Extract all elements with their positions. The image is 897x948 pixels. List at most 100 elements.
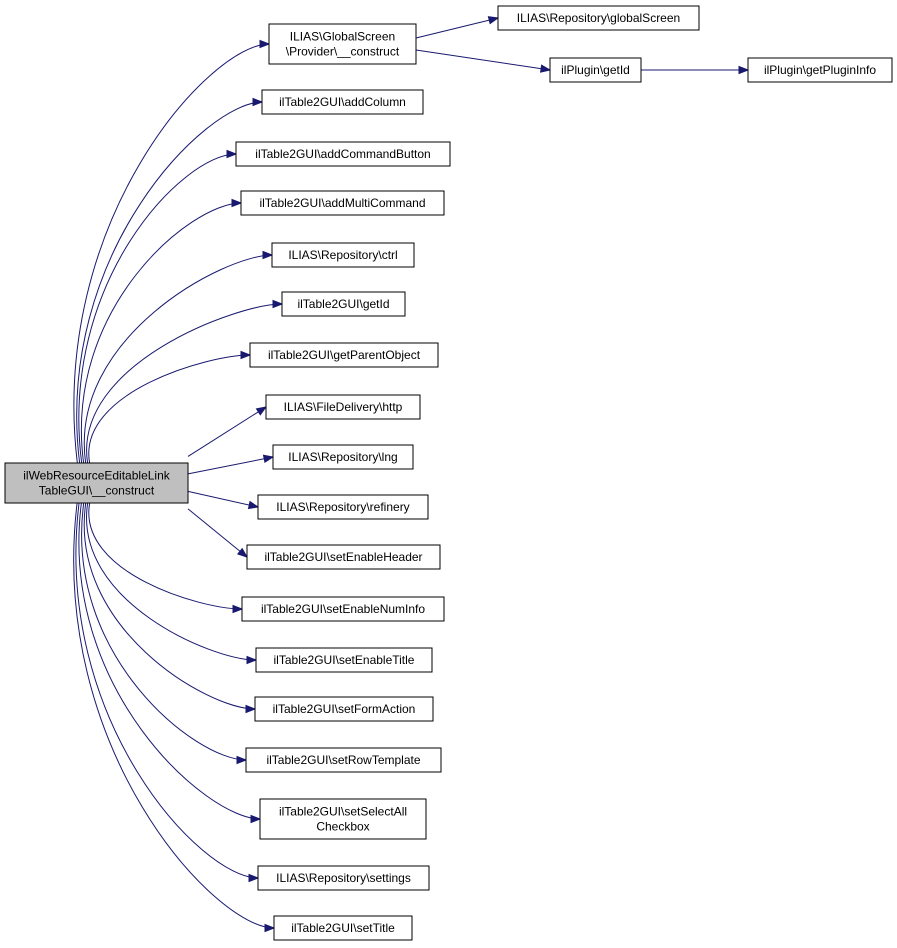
node-global-screen[interactable]: ILIAS\Repository\globalScreen	[497, 5, 700, 31]
node-label: ilTable2GUI\setEnableHeader	[264, 550, 422, 564]
node-box	[497, 5, 700, 31]
node-label: ilTable2GUI\getParentObject	[268, 348, 421, 362]
node-box	[271, 242, 415, 268]
edge-line	[73, 43, 270, 464]
node-repo-settings[interactable]: ILIAS\Repository\settings	[257, 865, 430, 891]
node-set-enable-title[interactable]: ilTable2GUI\setEnableTitle	[255, 647, 433, 673]
edge-line	[83, 502, 256, 710]
node-box	[257, 865, 430, 891]
edge-root-to-table-getid	[86, 299, 284, 464]
node-label: ilTable2GUI\setEnableTitle	[274, 653, 415, 667]
edge-plugin-getid-to-plugin-getinfo	[641, 65, 750, 75]
arrowhead-icon	[226, 149, 238, 159]
node-box	[255, 647, 433, 673]
edge-line	[86, 303, 283, 464]
edge-line	[187, 406, 267, 457]
edge-root-to-set-form-action	[83, 502, 257, 714]
edge-line	[187, 490, 259, 508]
node-box	[245, 747, 442, 773]
arrowhead-icon	[738, 65, 750, 75]
node-box	[257, 494, 429, 520]
edge-line	[415, 17, 499, 39]
arrowhead-icon	[248, 873, 260, 883]
arrowhead-icon	[259, 39, 271, 49]
node-set-row-template[interactable]: ilTable2GUI\setRowTemplate	[245, 747, 442, 773]
node-box	[272, 444, 414, 470]
edge-line	[76, 101, 263, 464]
node-box	[240, 190, 445, 216]
edge-root-to-set-enable-title	[86, 502, 258, 665]
arrowhead-icon	[250, 814, 262, 824]
arrowhead-icon	[262, 250, 274, 260]
node-label: ilTable2GUI\setFormAction	[273, 702, 416, 716]
arrowhead-icon	[236, 547, 249, 558]
node-box	[259, 798, 427, 840]
node-label: ilWebResourceEditableLink	[23, 469, 171, 483]
node-root[interactable]: ilWebResourceEditableLinkTableGUI\__cons…	[4, 462, 189, 504]
node-label: ilTable2GUI\addColumn	[279, 95, 406, 109]
node-label: ILIAS\Repository\settings	[276, 871, 411, 885]
node-set-enable-numinfo[interactable]: ilTable2GUI\setEnableNumInfo	[241, 596, 445, 622]
call-nodes: ilWebResourceEditableLinkTableGUI\__cons…	[4, 5, 893, 941]
node-label: ilTable2GUI\setTitle	[291, 921, 395, 935]
edge-gs-construct-to-plugin-getid	[415, 49, 552, 73]
node-add-column[interactable]: ilTable2GUI\addColumn	[261, 89, 424, 115]
edge-root-to-set-title	[73, 502, 276, 933]
edge-root-to-set-row-template	[81, 502, 248, 765]
arrowhead-icon	[247, 500, 260, 510]
node-box	[4, 462, 189, 504]
node-repo-refinery[interactable]: ILIAS\Repository\refinery	[257, 494, 429, 520]
node-repo-ctrl[interactable]: ILIAS\Repository\ctrl	[271, 242, 415, 268]
node-label: ilTable2GUI\setSelectAll	[279, 805, 407, 819]
arrowhead-icon	[231, 198, 243, 208]
node-box	[261, 89, 424, 115]
node-plugin-getinfo[interactable]: ilPlugin\getPluginInfo	[747, 57, 893, 83]
node-box	[281, 291, 406, 317]
node-box	[265, 394, 421, 420]
node-set-enable-header[interactable]: ilTable2GUI\setEnableHeader	[246, 544, 441, 570]
edge-root-to-filedelivery-http	[187, 406, 268, 457]
node-filedelivery-http[interactable]: ILIAS\FileDelivery\http	[265, 394, 421, 420]
node-label: ILIAS\GlobalScreen	[290, 30, 395, 44]
node-box	[549, 57, 642, 83]
arrowhead-icon	[232, 604, 244, 614]
node-box	[747, 57, 893, 83]
edge-root-to-add-column	[76, 97, 264, 464]
node-gs-construct[interactable]: ILIAS\GlobalScreen\Provider\__construct	[268, 23, 417, 65]
arrowhead-icon	[255, 406, 268, 416]
node-box	[246, 544, 441, 570]
edge-root-to-add-command-button	[78, 149, 238, 464]
node-label: ILIAS\Repository\ctrl	[288, 248, 397, 262]
edge-root-to-repo-refinery	[187, 490, 260, 510]
node-label: ilTable2GUI\addCommandButton	[255, 147, 430, 161]
arrowhead-icon	[246, 655, 258, 665]
edge-root-to-set-select-all	[78, 502, 262, 824]
node-add-multi-command[interactable]: ilTable2GUI\addMultiCommand	[240, 190, 445, 216]
arrowhead-icon	[272, 299, 284, 309]
node-set-title[interactable]: ilTable2GUI\setTitle	[273, 915, 413, 941]
node-set-form-action[interactable]: ilTable2GUI\setFormAction	[254, 696, 434, 722]
node-label: ILIAS\Repository\lng	[288, 450, 397, 464]
call-edges	[73, 16, 750, 933]
node-label: ilTable2GUI\setEnableNumInfo	[261, 602, 425, 616]
edge-line	[73, 502, 275, 929]
node-repo-lng[interactable]: ILIAS\Repository\lng	[272, 444, 414, 470]
node-plugin-getid[interactable]: ilPlugin\getId	[549, 57, 642, 83]
node-add-command-button[interactable]: ilTable2GUI\addCommandButton	[235, 141, 451, 167]
node-box	[268, 23, 417, 65]
node-table-getid[interactable]: ilTable2GUI\getId	[281, 291, 406, 317]
edge-root-to-repo-ctrl	[83, 250, 274, 464]
node-label: TableGUI\__construct	[39, 484, 155, 498]
edge-root-to-set-enable-numinfo	[88, 502, 244, 614]
arrowhead-icon	[245, 704, 257, 714]
arrowhead-icon	[252, 97, 264, 107]
node-box	[241, 596, 445, 622]
arrowhead-icon	[236, 755, 248, 765]
node-box	[273, 915, 413, 941]
node-label: ILIAS\FileDelivery\http	[284, 400, 403, 414]
arrowhead-icon	[264, 923, 276, 933]
edge-line	[88, 502, 243, 610]
edge-root-to-gs-construct	[73, 39, 271, 464]
node-get-parent-object[interactable]: ilTable2GUI\getParentObject	[249, 342, 439, 368]
